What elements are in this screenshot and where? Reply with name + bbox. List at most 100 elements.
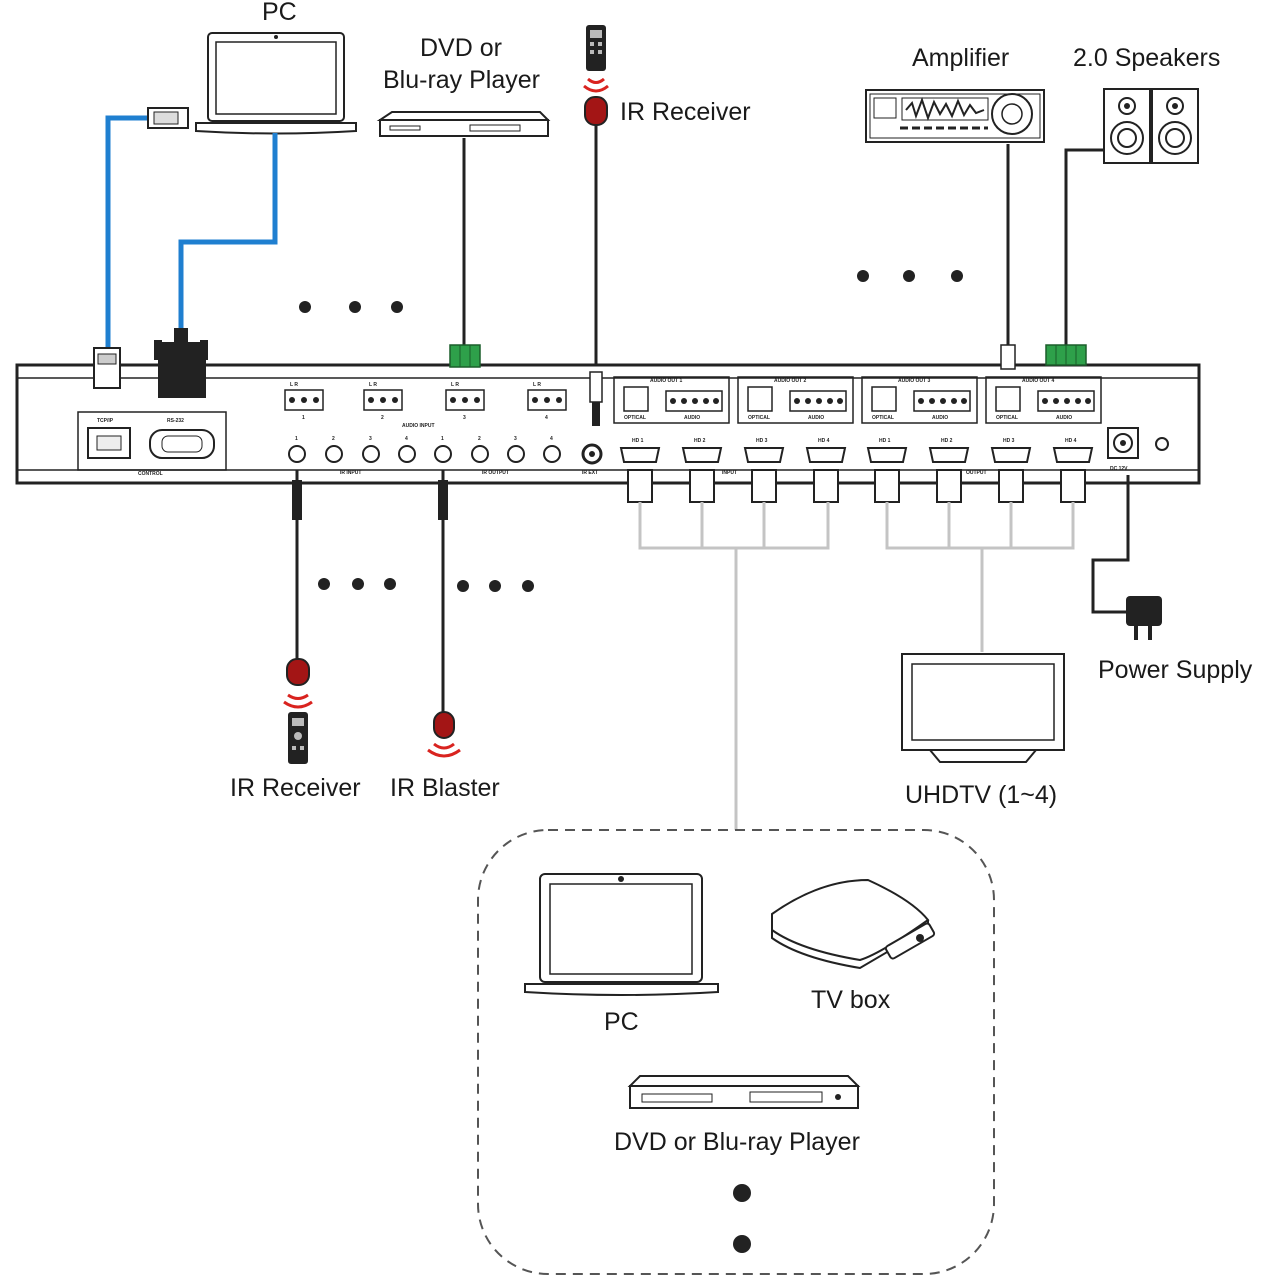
ir-ext-plug: [589, 371, 603, 426]
hdmi-out-3-label: HD 3: [1003, 438, 1015, 444]
audio-out-4-label: AUDIO OUT 4: [1022, 378, 1054, 384]
audio-input-label: AUDIO INPUT: [402, 423, 435, 429]
ir-input-label: IR INPUT: [340, 470, 361, 476]
ir-ext-label: IR EXT: [582, 470, 598, 476]
audio-input-blocks: [284, 389, 567, 411]
hdmi-out-2-label: HD 2: [941, 438, 953, 444]
uhdtv-label: UHDTV (1~4): [905, 781, 1057, 809]
audio-in-num-1: 1: [302, 415, 305, 421]
hdmi-in-3-label: HD 3: [756, 438, 768, 444]
input-section-label: INPUT: [722, 470, 737, 476]
tv-box: [771, 878, 936, 970]
dvd-top-label-2: Blu-ray Player: [383, 66, 540, 94]
power-cable: [1091, 475, 1130, 614]
speakers-label: 2.0 Speakers: [1073, 44, 1220, 72]
audio-in-lr-2: L R: [369, 382, 377, 388]
audio-in-lr-4: L R: [533, 382, 541, 388]
ir-output-plug: [438, 480, 448, 520]
pc-laptop-sources: [524, 873, 719, 996]
output-section-label: OUTPUT: [966, 470, 987, 476]
ir-in-num-3: 3: [369, 436, 372, 442]
speakers: [1103, 88, 1199, 164]
source-devices-group: [477, 829, 995, 1275]
audio-in-num-4: 4: [545, 415, 548, 421]
dvd-player-top: [376, 111, 551, 137]
pc-laptop-top: [195, 32, 357, 135]
ir-blaster-label: IR Blaster: [390, 774, 500, 802]
serial-cable: [178, 133, 278, 330]
audio-out-modules: [613, 376, 1102, 424]
ir-out-num-2: 2: [478, 436, 481, 442]
uhdtv: [901, 653, 1065, 763]
terminal-plug-audio-out: [1045, 344, 1087, 366]
power-adapter: [1126, 596, 1162, 640]
audio-label-3: AUDIO: [932, 415, 948, 421]
hdmi-in-1-label: HD 1: [632, 438, 644, 444]
ir-out-num-4: 4: [550, 436, 553, 442]
ir-input-plug: [292, 480, 302, 520]
audio-out-1-label: AUDIO OUT 1: [650, 378, 682, 384]
speaker-cable: [1064, 148, 1104, 345]
hdmi-out-4-label: HD 4: [1065, 438, 1077, 444]
ellipsis-dots-top-left: [299, 301, 403, 313]
remote-control-bottom: [288, 712, 308, 764]
terminal-plug-audio-in: [449, 344, 481, 368]
audio-label-1: AUDIO: [684, 415, 700, 421]
control-label: CONTROL: [138, 471, 163, 477]
tv-box-label: TV box: [811, 986, 891, 1014]
ir-receiver-top-label: IR Receiver: [620, 98, 751, 126]
hdmi-plugs: [627, 469, 1086, 503]
dc-label: DC 12V: [1110, 466, 1128, 472]
dvd-sources-label: DVD or Blu-ray Player: [614, 1128, 860, 1156]
audio-in-num-3: 3: [463, 415, 466, 421]
ir-jacks: [288, 443, 603, 465]
audio-label-2: AUDIO: [808, 415, 824, 421]
ellipsis-dots-ir-input: [318, 578, 396, 590]
hdmi-out-1-label: HD 1: [879, 438, 891, 444]
hdmi-input-cables: [638, 502, 830, 830]
ir-output-label: IR OUTPUT: [482, 470, 509, 476]
matrix-switch-rear-panel: [15, 363, 1201, 485]
amplifier: [865, 89, 1045, 143]
hdmi-output-cables: [885, 502, 1075, 652]
audio-in-num-2: 2: [381, 415, 384, 421]
ir-out-num-1: 1: [441, 436, 444, 442]
audio-in-lr-1: L R: [290, 382, 298, 388]
audio-in-lr-3: L R: [451, 382, 459, 388]
tcpip-label: TCP/IP: [97, 418, 114, 424]
amplifier-label: Amplifier: [912, 44, 1009, 72]
hdmi-in-4-label: HD 4: [818, 438, 830, 444]
ethernet-cable: [105, 115, 150, 350]
hdmi-ports: [619, 447, 1094, 463]
ellipsis-dots-top-right: [857, 270, 963, 282]
dvd-top-label-1: DVD or: [420, 34, 502, 62]
dvd-player-sources: [627, 1075, 861, 1109]
rj45-plug-panel: [93, 347, 121, 389]
power-supply-label: Power Supply: [1098, 656, 1253, 684]
optical-label-2: OPTICAL: [748, 415, 770, 421]
ir-out-num-3: 3: [514, 436, 517, 442]
audio-label-4: AUDIO: [1056, 415, 1072, 421]
audio-out-2-label: AUDIO OUT 2: [774, 378, 806, 384]
ir-receiver-bottom: [283, 658, 313, 709]
ir-blaster: [427, 711, 461, 758]
ir-in-num-2: 2: [332, 436, 335, 442]
optical-label-4: OPTICAL: [996, 415, 1018, 421]
rs232-label: RS-232: [167, 418, 184, 424]
control-section: [77, 411, 227, 471]
db9-plug-panel: [154, 328, 208, 398]
audio-out-3-label: AUDIO OUT 3: [898, 378, 930, 384]
dc-jack: [1107, 427, 1169, 459]
ir-receiver-top: [584, 96, 608, 126]
ir-receiver-bottom-label: IR Receiver: [230, 774, 361, 802]
optical-plug: [1000, 344, 1016, 370]
ellipsis-dots-sources: [733, 1184, 751, 1253]
rj45-plug-top: [147, 107, 189, 129]
ir-in-num-4: 4: [405, 436, 408, 442]
optical-label-1: OPTICAL: [624, 415, 646, 421]
ellipsis-dots-ir-output: [457, 580, 534, 592]
hdmi-in-2-label: HD 2: [694, 438, 706, 444]
remote-control-top: [583, 25, 609, 93]
pc-sources-label: PC: [604, 1008, 639, 1036]
